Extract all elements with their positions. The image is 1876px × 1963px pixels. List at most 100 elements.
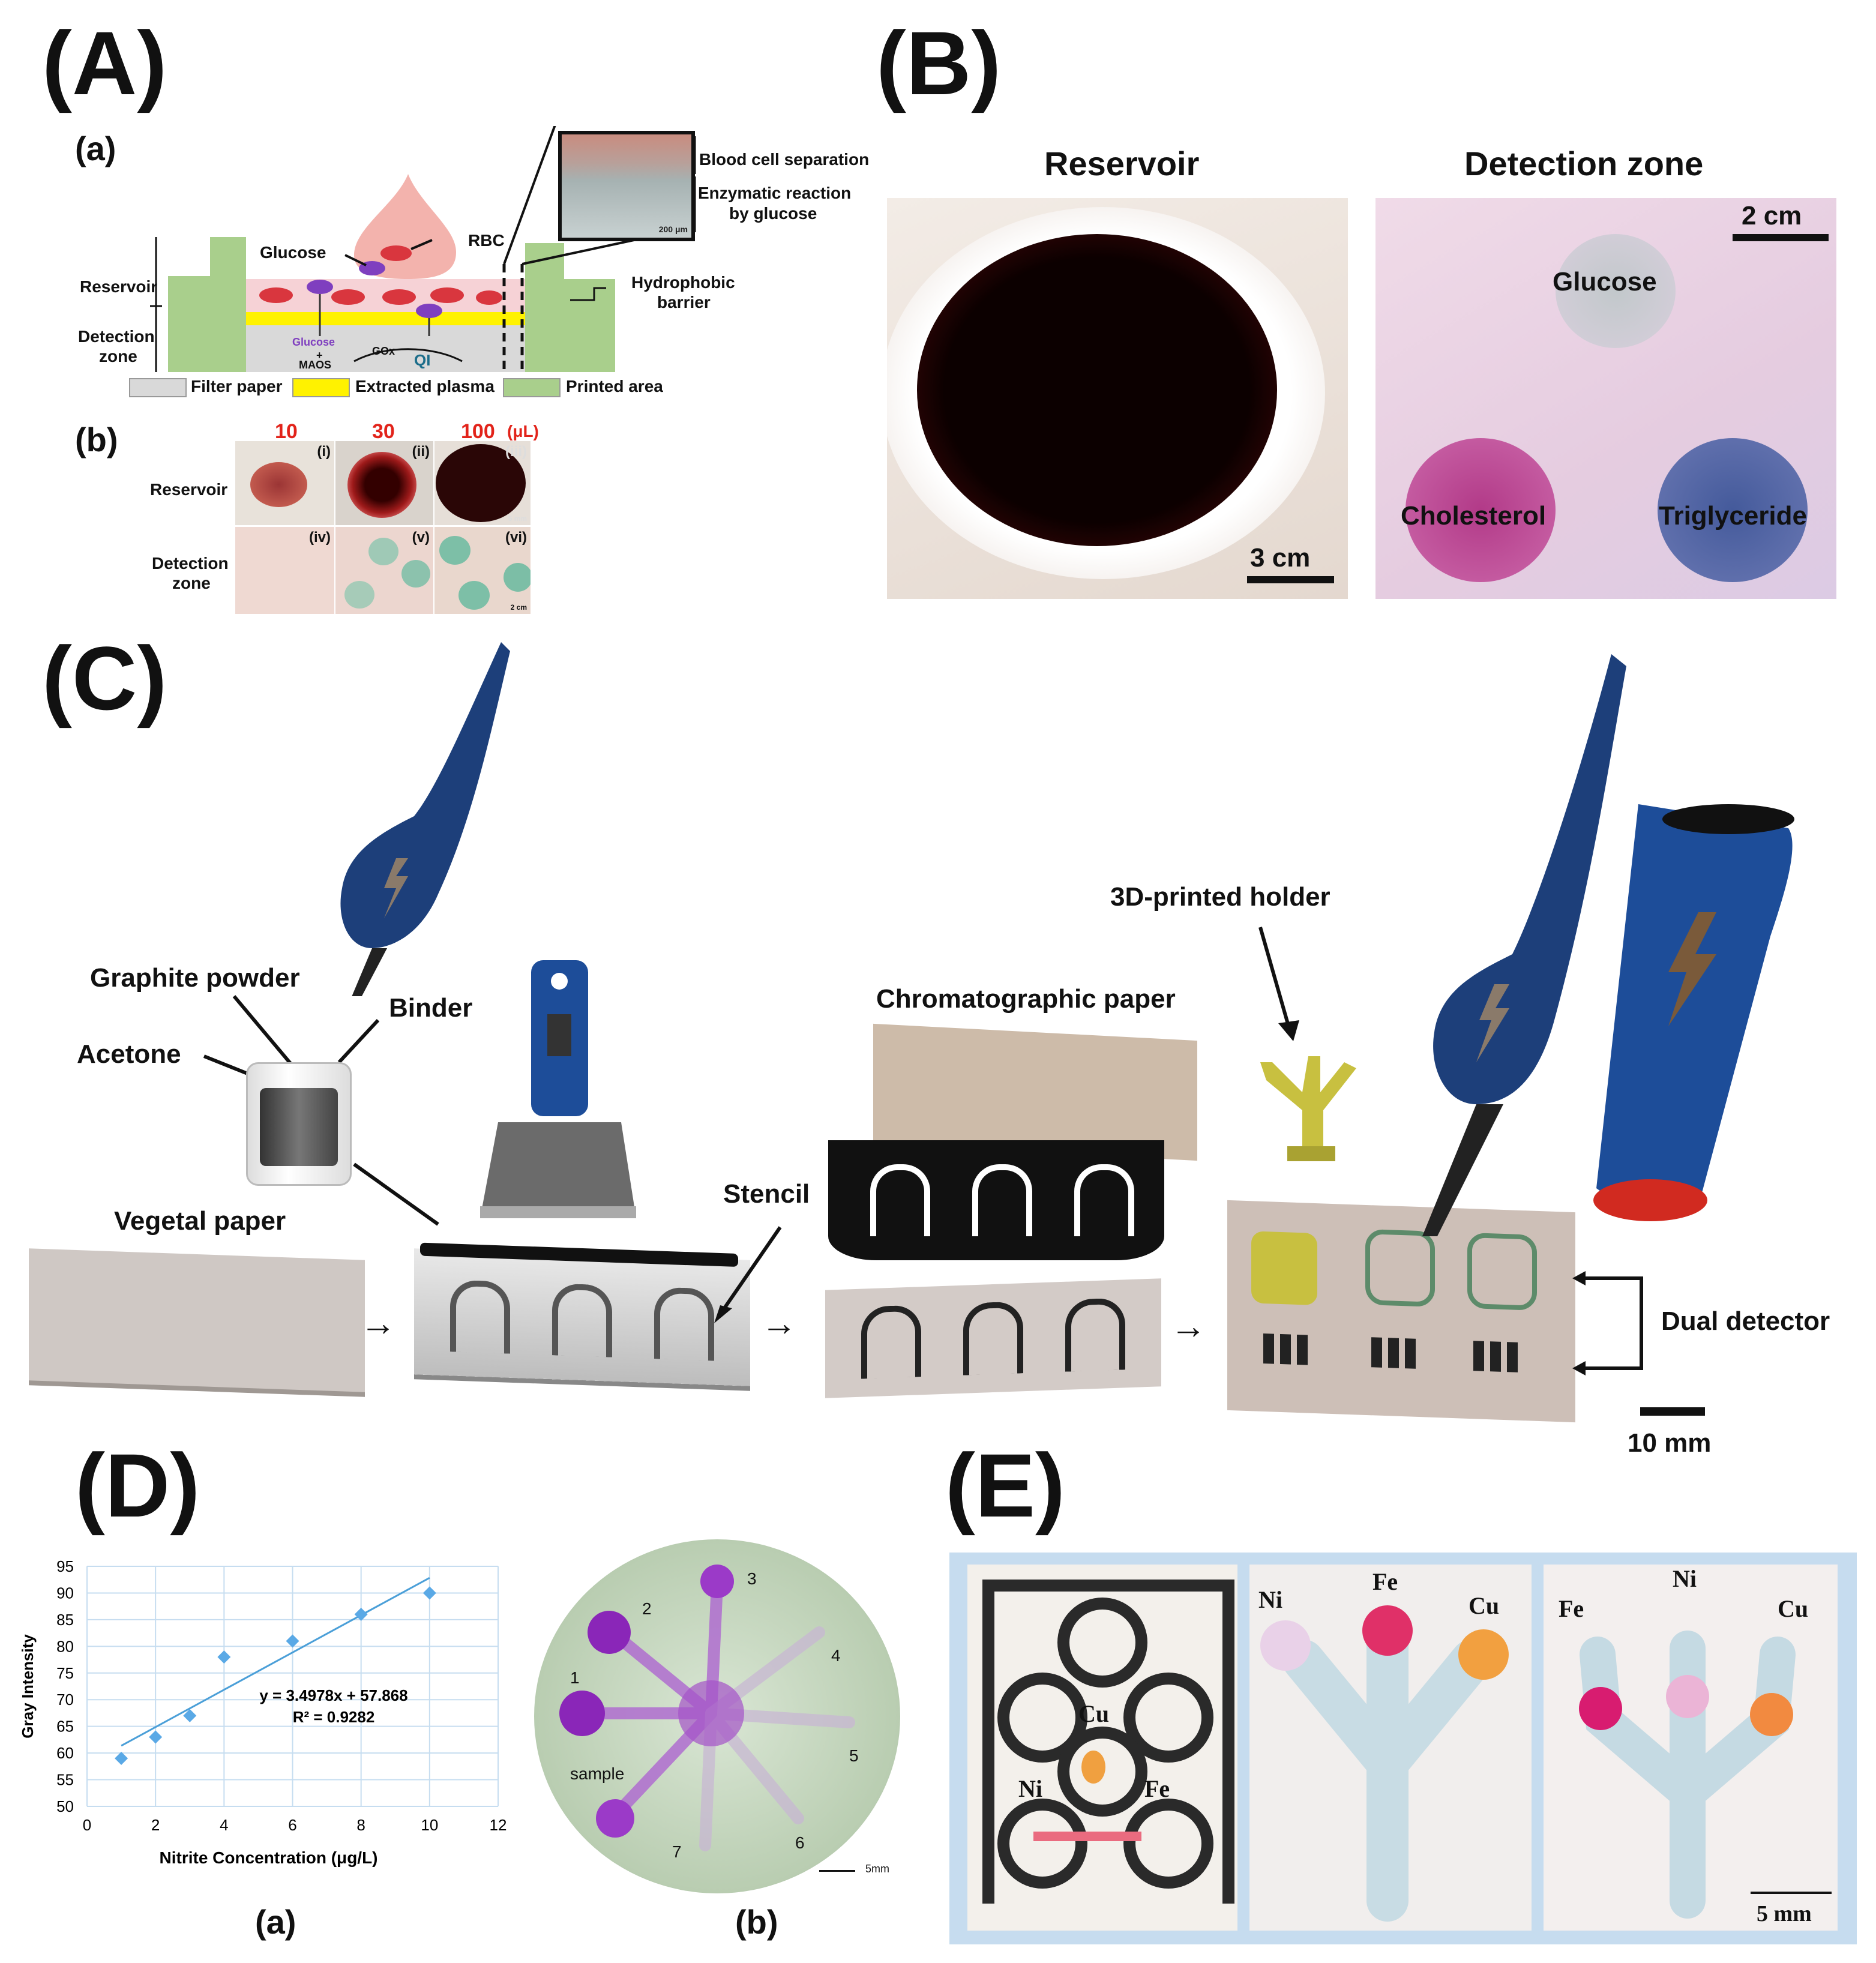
reservoir-photo: 3 cm [887,198,1348,599]
enzymatic-reaction-label: Enzymatic reaction [698,184,852,202]
chip1-cu-label: Cu [1078,1700,1110,1727]
reservoir-side-label: Reservoir [80,277,158,296]
legend-filter-paper: Filter paper [191,377,283,395]
data-point [286,1634,299,1648]
chip2-cu-label: Cu [1469,1592,1500,1619]
detection-side-label-2: zone [99,347,137,365]
volume-30: 30 [372,420,395,443]
panel-a-label: (A) [42,13,167,113]
data-point [354,1608,368,1621]
3d-pen-right [1422,654,1626,1236]
photo-detection-10: (iv) [235,527,334,614]
panel-b-detection-title: Detection zone [1464,145,1704,182]
sample-label: sample [570,1764,625,1783]
squeegee [480,960,636,1218]
legend-swatch-plasma [292,378,350,397]
triglyceride-spot-label: Triglyceride [1659,501,1808,531]
chip3-fe-label: Fe [1559,1595,1584,1622]
y-tick-label: 90 [56,1584,74,1602]
stencil-plate [414,1242,750,1386]
x-tick-label: 0 [83,1816,91,1834]
scale-5mm-e-label: 5 mm [1757,1901,1812,1926]
scale-2cm-small-label: 2 cm [510,603,527,612]
scale-bar-10mm [1640,1407,1705,1416]
roman-iv: (iv) [309,529,331,546]
panel-d-sub-a: (a) [255,1903,296,1941]
inset-scale-label: 200 μm [658,224,688,234]
data-point [149,1730,163,1744]
qi-label: QI [414,351,431,369]
x-tick-label: 6 [288,1816,296,1834]
cross-section-inset: 200 μm [558,131,695,241]
plus-sign: + [316,349,323,361]
chip2-ni-label: Ni [1258,1586,1282,1613]
well-label-6: 6 [795,1833,805,1852]
photo-reservoir-100: (iii) 5 mm [434,441,531,525]
detection-side-label-1: Detection [78,327,155,346]
y-tick-label: 65 [56,1718,74,1736]
scale-3cm-label: 3 cm [1250,543,1311,573]
data-point [422,1586,436,1600]
nitrite-device-photo: 1 2 3 4 5 6 7 sample [534,1539,900,1893]
y-tick-label: 95 [56,1557,74,1575]
photo-reservoir-10: (i) [235,441,334,525]
y-tick-label: 85 [56,1611,74,1629]
glucose-small-label: Glucose [292,336,335,348]
photo-detection-30: (v) [335,527,433,614]
chip1-ni-label: Ni [1018,1775,1042,1802]
detection-layer [246,325,525,372]
scale-10mm-label: 10 mm [1628,1428,1712,1458]
x-tick-label: 2 [151,1816,160,1834]
x-tick-label: 8 [356,1816,365,1834]
roman-vi: (vi) [505,529,527,546]
metal-sensor-chip-2: Ni Fe Cu [1249,1565,1532,1931]
chip1-fe-label: Fe [1144,1775,1170,1802]
volume-10: 10 [275,420,298,443]
beaker [246,1062,352,1186]
y-axis-label: Gray Intensity [19,1634,37,1739]
y-tick-label: 80 [56,1637,74,1655]
gox-label: GOx [372,345,395,357]
vegetal-paper-label: Vegetal paper [114,1206,286,1236]
chip2-fe-label: Fe [1372,1568,1398,1595]
roman-i: (i) [317,443,331,460]
well-label-1: 1 [570,1668,580,1687]
y-tick-label: 75 [56,1664,74,1682]
legend-swatch-printed [503,378,561,397]
3d-pen-left [340,642,510,996]
panel-b-reservoir-title: Reservoir [1044,145,1200,182]
panel-d-sub-b: (b) [735,1903,778,1941]
scale-bar-5mm [819,1870,855,1872]
well-label-4: 4 [831,1646,841,1665]
row-detection-label-2: zone [172,574,211,592]
graphite-powder-label: Graphite powder [90,963,300,993]
r-squared-label: R² = 0.9282 [293,1708,375,1726]
panel-a-sub-b: (b) [75,421,118,458]
data-point [183,1709,197,1722]
row-detection-label-1: Detection [152,554,229,573]
x-tick-label: 12 [490,1816,507,1834]
well-label-3: 3 [747,1569,757,1588]
panel-b-label: (B) [876,13,1002,113]
scale-bar-2cm [1733,234,1829,241]
acetone-label: Acetone [77,1039,181,1069]
scale-bar-3cm [1247,576,1334,583]
blood-drop [354,174,456,279]
cholesterol-spot-label: Cholesterol [1401,501,1547,531]
panel-d-label: (D) [75,1435,200,1536]
stencil-label: Stencil [723,1179,810,1209]
well-label-7: 7 [672,1842,682,1861]
dual-detector-label: Dual detector [1661,1306,1830,1336]
row-reservoir-label: Reservoir [150,480,228,499]
scale-bar-5mm-e [1751,1892,1832,1894]
y-tick-label: 55 [56,1771,74,1789]
binder-label: Binder [389,993,473,1023]
glucose-label: Glucose [260,243,326,262]
photo-detection-100: (vi) 2 cm [434,527,531,614]
data-point [217,1650,231,1664]
scale-5mm-label: 5 mm [508,514,527,523]
printed-area-left [168,237,246,339]
hydrophobic-label: Hydrophobic [631,273,735,292]
maos-label: MAOS [299,359,331,371]
panel-e: Cu Ni Fe Ni Fe Cu Fe Ni Cu 5 mm [949,1553,1857,1944]
